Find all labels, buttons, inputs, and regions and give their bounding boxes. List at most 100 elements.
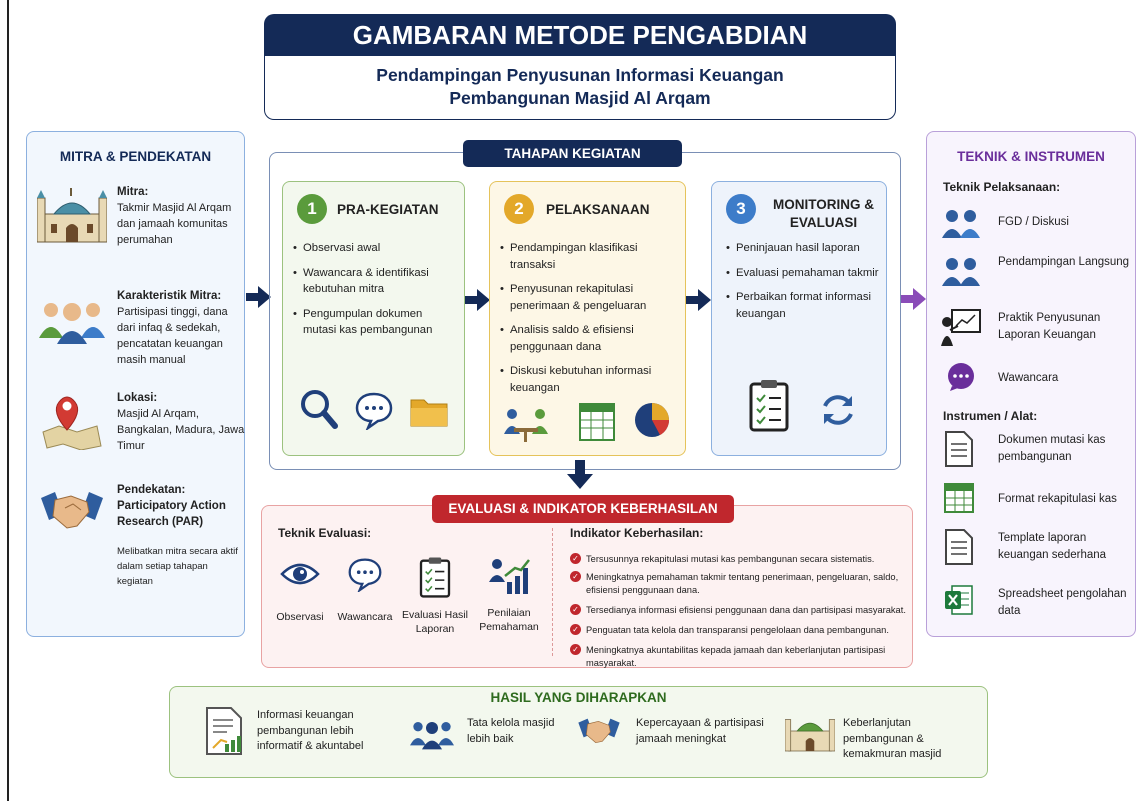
discussion-icon [504, 409, 548, 442]
instrumen-format-label: Format rekapitulasi kas [998, 493, 1117, 505]
list-item: Analisis saldo & efisiensi penggunaan da… [500, 322, 680, 355]
hasil-heading: HASIL YANG DIHARAPKAN [490, 690, 667, 705]
stage-pra-kegiatan: 1 PRA-KEGIATAN Observasi awal Wawancara … [282, 181, 465, 456]
teknik-praktik-label: Praktik Penyusunan Laporan Keuangan [998, 312, 1101, 341]
lokasi-text: Masjid Al Arqam, Bangkalan, Madura, Jawa… [117, 408, 245, 452]
mitra-panel: MITRA & PENDEKATAN Mitra: Takmir Masjid … [26, 131, 245, 637]
check-icon: ✓ [570, 644, 581, 655]
list-item: Evaluasi pemahaman takmir [726, 265, 882, 282]
mitra-item-mitra: Mitra: Takmir Masjid Al Arqam dan jamaah… [37, 184, 242, 254]
stage-1-title: PRA-KEGIATAN [337, 202, 439, 217]
stage-1-list: Observasi awal Wawancara & identifikasi … [293, 240, 458, 347]
spreadsheet-icon [579, 403, 615, 441]
eye-icon [280, 563, 320, 585]
teknik-penilaian: Penilaian Pemahaman [476, 556, 542, 634]
teknik-penilaian-label: Penilaian Pemahaman [479, 607, 539, 633]
arrow-right-icon [246, 286, 271, 308]
pendekatan-label: Pendekatan: [117, 484, 186, 496]
lokasi-label: Lokasi: [117, 392, 158, 404]
hasil-panel: HASIL YANG DIHARAPKAN [169, 686, 988, 778]
list-item: Pengumpulan dokumen mutasi kas pembangun… [293, 306, 458, 339]
stage-pelaksanaan: 2 PELAKSANAAN Pendampingan klasifikasi t… [489, 181, 686, 456]
group-icon [942, 210, 980, 238]
document-icon [945, 529, 973, 565]
hasil-item-3: Kepercayaan & partisipasi jamaah meningk… [636, 717, 764, 745]
arrow-right-purple-icon [901, 288, 926, 310]
stage-1-number: 1 [297, 194, 327, 224]
instrumen-label: Instrumen / Alat: [943, 409, 1038, 423]
hasil-item-1: Informasi keuangan pembangunan lebih inf… [257, 709, 364, 752]
pendekatan-note: Melibatkan mitra secara aktif dalam seti… [117, 546, 238, 587]
mitra-text: Takmir Masjid Al Arqam dan jamaah komuni… [117, 202, 232, 246]
check-icon: ✓ [570, 604, 581, 615]
teknik-item-praktik: Praktik Penyusunan Laporan Keuangan [940, 308, 1136, 348]
tahapan-heading: TAHAPAN KEGIATAN [463, 140, 682, 167]
chat-bubble-icon [948, 363, 974, 391]
stage-2-list: Pendampingan klasifikasi transaksi Penyu… [500, 240, 680, 404]
divider [552, 528, 553, 656]
handshake-icon [41, 492, 103, 529]
teknik-pendampingan-label: Pendampingan Langsung [998, 256, 1130, 268]
teknik-fgd-label: FGD / Diskusi [998, 216, 1069, 228]
list-item: Wawancara & identifikasi kebutuhan mitra [293, 265, 458, 298]
stage-monitoring: 3 MONITORING & EVALUASI Peninjauan hasil… [711, 181, 887, 456]
stage-3-number: 3 [726, 194, 756, 224]
clipboard-checklist-icon [749, 380, 789, 432]
indikator-item: ✓Tersedianya informasi efisiensi penggun… [570, 604, 915, 617]
list-item: Penyusunan rekapitulasi penerimaan & pen… [500, 281, 680, 314]
pair-icon [942, 258, 980, 286]
instrumen-item-template: Template laporan keuangan sederhana [940, 528, 1136, 568]
teknik-item-pendampingan: Pendampingan Langsung [940, 254, 1136, 294]
chat-icon [348, 558, 382, 594]
check-icon: ✓ [570, 571, 581, 582]
arrow-right-icon [686, 289, 711, 311]
report-icon [206, 707, 242, 755]
indikator-label: Indikator Keberhasilan: [570, 526, 704, 540]
arrow-right-icon [465, 289, 490, 311]
indikator-item: ✓Penguatan tata kelola dan transparansi … [570, 624, 915, 637]
stage-2-number: 2 [504, 194, 534, 224]
evaluasi-panel: Teknik Evaluasi: Indikator Keberhasilan: [261, 505, 913, 668]
teknik-wawancara-label: Wawancara [337, 611, 393, 623]
teknik-heading: TEKNIK & INSTRUMEN [957, 149, 1105, 164]
list-item: Perbaikan format informasi keuangan [726, 289, 882, 322]
indikator-item: ✓Meningkatnya akuntabilitas kepada jamaa… [570, 644, 915, 670]
pendekatan-text: Participatory Action Research (PAR) [117, 500, 226, 528]
page-title: GAMBARAN METODE PENGABDIAN [264, 14, 896, 56]
handshake-icon [578, 718, 620, 744]
teknik-wawancara-label: Wawancara [998, 372, 1059, 384]
hasil-item-2: Tata kelola masjid lebih baik [467, 717, 555, 745]
instrumen-item-spreadsheet: Spreadsheet pengolahan data [940, 584, 1136, 624]
subtitle-line-2: Pembangunan Masjid Al Arqam [449, 88, 711, 108]
teknik-item-wawancara: Wawancara [940, 362, 1136, 392]
teknik-wawancara: Wawancara [335, 556, 395, 624]
list-item: Pendampingan klasifikasi transaksi [500, 240, 680, 273]
subtitle-line-1: Pendampingan Penyusunan Informasi Keuang… [376, 65, 784, 85]
evaluasi-heading: EVALUASI & INDIKATOR KEBERHASILAN [432, 495, 734, 523]
teknik-observasi-label: Observasi [276, 611, 324, 623]
instrumen-template-label: Template laporan keuangan sederhana [998, 532, 1107, 561]
mosque-icon [37, 188, 107, 243]
left-border-line [7, 0, 9, 801]
hasil-item-4: Keberlanjutan pembangunan & kemakmuran m… [843, 717, 942, 760]
magnifier-icon [301, 390, 338, 429]
list-item: Peninjauan hasil laporan [726, 240, 882, 257]
instrumen-item-format: Format rekapitulasi kas [940, 483, 1136, 517]
stage-3-title-line1: MONITORING & [773, 197, 874, 212]
page-subtitle: Pendampingan Penyusunan Informasi Keuang… [264, 56, 896, 120]
presentation-icon [941, 309, 981, 346]
pelaksanaan-label: Teknik Pelaksanaan: [943, 180, 1061, 194]
mitra-heading: MITRA & PENDEKATAN [59, 149, 212, 164]
chat-icon [355, 392, 393, 430]
mitra-item-lokasi: Lokasi: Masjid Al Arqam, Bangkalan, Madu… [37, 390, 245, 460]
map-pin-icon [42, 396, 102, 450]
stage-2-title: PELAKSANAAN [546, 202, 650, 217]
checklist-icon [419, 557, 451, 598]
mitra-item-pendekatan: Pendekatan: Participatory Action Researc… [37, 482, 242, 542]
stage-3-title: MONITORING & EVALUASI [766, 196, 881, 232]
stage-3-title-line2: EVALUASI [789, 215, 858, 230]
people-icon [39, 303, 105, 344]
stage-3-list: Peninjauan hasil laporan Evaluasi pemaha… [726, 240, 882, 330]
check-icon: ✓ [570, 553, 581, 564]
list-item: Diskusi kebutuhan informasi keuangan [500, 363, 680, 396]
